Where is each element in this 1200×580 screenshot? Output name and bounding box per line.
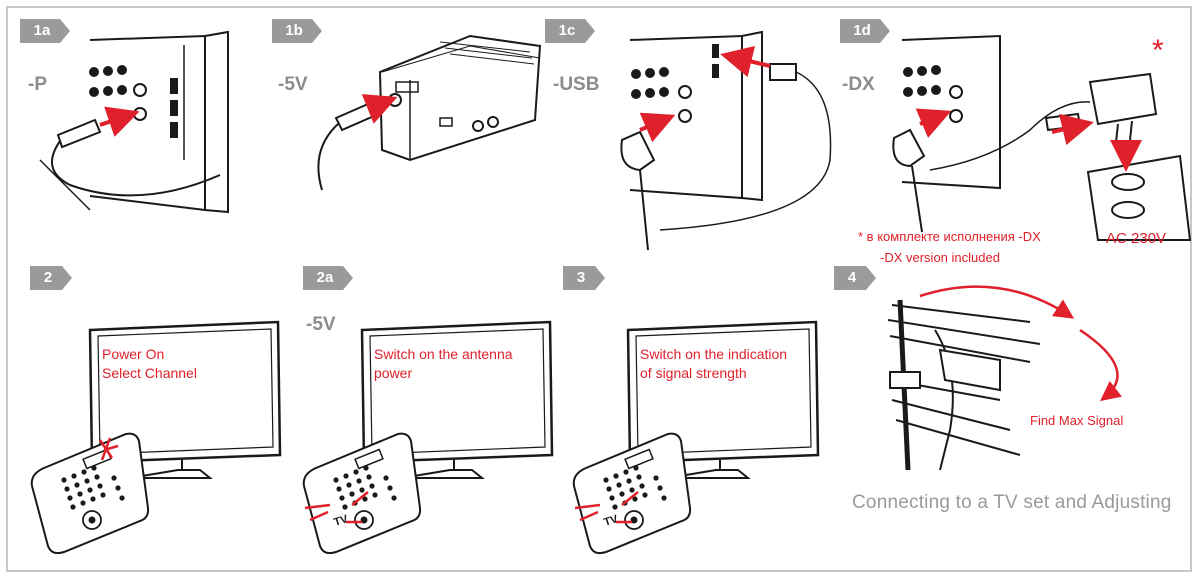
screen-line-indication-2: of signal strength — [640, 365, 747, 381]
step-badge-3: 3 — [576, 269, 586, 286]
screen-line-antenna-power-1: Switch on the antenna — [374, 346, 513, 362]
variant-label-2a: -5V — [306, 314, 336, 335]
variant-label-1a: -P — [28, 74, 47, 95]
badge-shape-2 — [30, 266, 72, 290]
diagram-frame — [6, 6, 1192, 572]
remote-press-marks-3 — [574, 491, 639, 524]
screen-line-indication-1: Switch on the indication — [640, 346, 788, 362]
panel-2-illustration — [30, 320, 282, 555]
step-badges — [20, 19, 890, 290]
panel-2a-illustration — [302, 320, 554, 555]
dx-note-en: -DX version included — [880, 250, 1000, 265]
badge-shape-1b — [272, 19, 322, 43]
panel-1d-illustration — [892, 34, 1192, 241]
screen-line-antenna-power-2: power — [374, 365, 413, 381]
step-badge-1b: 1b — [285, 22, 303, 39]
find-max-signal-caption: Find Max Signal — [1030, 413, 1124, 428]
screen-line-power-on: Power On — [102, 346, 165, 362]
badge-shape-1a — [20, 19, 70, 43]
badge-shape-3 — [563, 266, 605, 290]
panel-1a-illustration — [39, 30, 229, 214]
screen-text-3: Switch on the indication of signal stren… — [640, 345, 787, 383]
dx-note-ru: * в комплекте исполнения -DX — [858, 229, 1041, 244]
screen-text-2: Power On Select Channel — [102, 345, 197, 383]
panel-4-illustration — [887, 285, 1122, 471]
panel-1b-illustration — [317, 34, 542, 191]
step-badge-1a: 1a — [33, 22, 51, 39]
variant-label-1d: -DX — [842, 74, 875, 95]
screen-text-2a: Switch on the antenna power — [374, 345, 513, 383]
panel-1c-illustration — [620, 30, 832, 251]
remote-press-marks-2a — [304, 491, 369, 524]
step-badge-1d: 1d — [853, 22, 871, 39]
step-badge-2a: 2a — [316, 269, 334, 286]
remote-press-marks-2 — [98, 437, 119, 461]
variant-label-1b: -5V — [278, 74, 308, 95]
step-badge-1c: 1c — [558, 22, 576, 39]
panel-3-illustration — [572, 320, 820, 555]
badge-shape-1c — [545, 19, 595, 43]
screen-line-select-channel: Select Channel — [102, 365, 197, 381]
dx-asterisk: * — [1152, 34, 1164, 67]
footer-title: Connecting to a TV set and Adjusting — [852, 492, 1172, 513]
step-badge-2: 2 — [43, 269, 53, 286]
variant-label-1c: -USB — [553, 74, 600, 95]
voltage-label: AC 230V — [1106, 230, 1167, 247]
badge-shape-2a — [303, 266, 353, 290]
badge-shape-4 — [834, 266, 876, 290]
step-badge-4: 4 — [847, 269, 857, 286]
badge-shape-1d — [840, 19, 890, 43]
